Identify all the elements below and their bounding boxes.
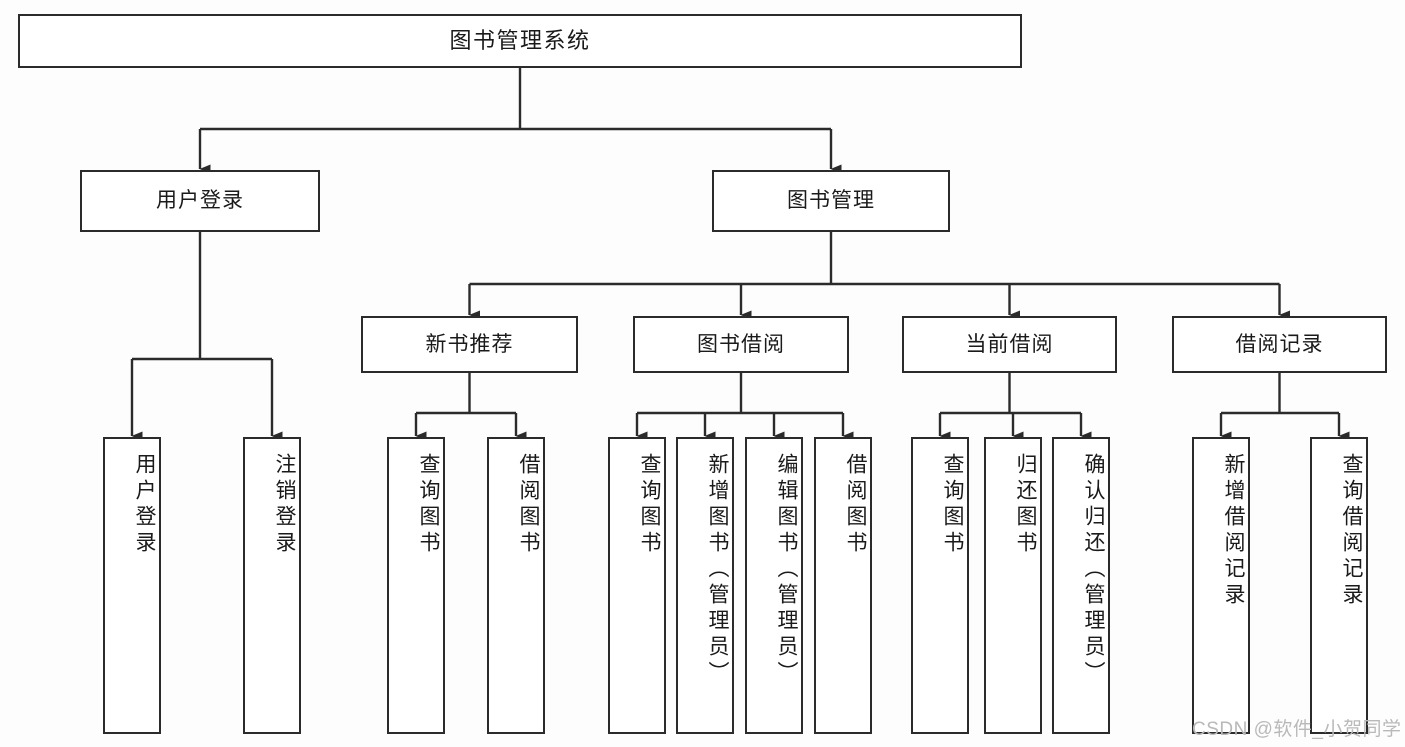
node-label-n1: 查询图书: [417, 453, 440, 557]
node-c2[interactable]: 归还图书: [984, 437, 1042, 734]
node-label-current: 当前借阅: [965, 332, 1054, 356]
node-login[interactable]: 用户登录: [80, 170, 320, 232]
node-label-n2: 借阅图书: [517, 453, 540, 557]
node-label-c2: 归还图书: [1014, 453, 1037, 557]
node-label-r1: 新增借阅记录: [1222, 453, 1245, 609]
node-n1[interactable]: 查询图书: [387, 437, 445, 734]
node-l2[interactable]: 注销登录: [243, 437, 301, 734]
node-b1[interactable]: 查询图书: [608, 437, 666, 734]
node-label-root: 图书管理系统: [449, 27, 591, 53]
node-c3[interactable]: 确认归还（管理员）: [1052, 437, 1110, 734]
node-c1[interactable]: 查询图书: [911, 437, 969, 734]
node-r1[interactable]: 新增借阅记录: [1192, 437, 1250, 734]
node-borrow[interactable]: 图书借阅: [633, 316, 849, 373]
node-l1[interactable]: 用户登录: [103, 437, 161, 734]
node-label-b3: 编辑图书（管理员）: [775, 453, 798, 687]
node-root[interactable]: 图书管理系统: [18, 14, 1022, 68]
node-b4[interactable]: 借阅图书: [814, 437, 872, 734]
node-b3[interactable]: 编辑图书（管理员）: [745, 437, 803, 734]
node-label-b4: 借阅图书: [844, 453, 867, 557]
node-n2[interactable]: 借阅图书: [487, 437, 545, 734]
node-label-newbook: 新书推荐: [425, 332, 514, 356]
node-label-l1: 用户登录: [133, 453, 156, 557]
node-label-b2: 新增图书（管理员）: [706, 453, 729, 687]
node-label-bookmgmt: 图书管理: [787, 189, 875, 213]
node-newbook[interactable]: 新书推荐: [361, 316, 578, 373]
node-label-borrow: 图书借阅: [697, 332, 785, 356]
node-current[interactable]: 当前借阅: [902, 316, 1117, 373]
node-b2[interactable]: 新增图书（管理员）: [676, 437, 734, 734]
csdn-watermark: CSDN @软件_小贺同学: [1192, 719, 1402, 740]
node-bookmgmt[interactable]: 图书管理: [712, 170, 950, 232]
node-label-r2: 查询借阅记录: [1340, 453, 1363, 609]
node-label-l2: 注销登录: [273, 453, 296, 557]
node-label-b1: 查询图书: [638, 453, 661, 557]
node-label-c3: 确认归还（管理员）: [1082, 453, 1105, 687]
node-r2[interactable]: 查询借阅记录: [1310, 437, 1368, 734]
node-records[interactable]: 借阅记录: [1172, 316, 1387, 373]
node-label-login: 用户登录: [156, 189, 244, 213]
node-label-records: 借阅记录: [1235, 332, 1324, 356]
node-label-c1: 查询图书: [941, 453, 964, 557]
